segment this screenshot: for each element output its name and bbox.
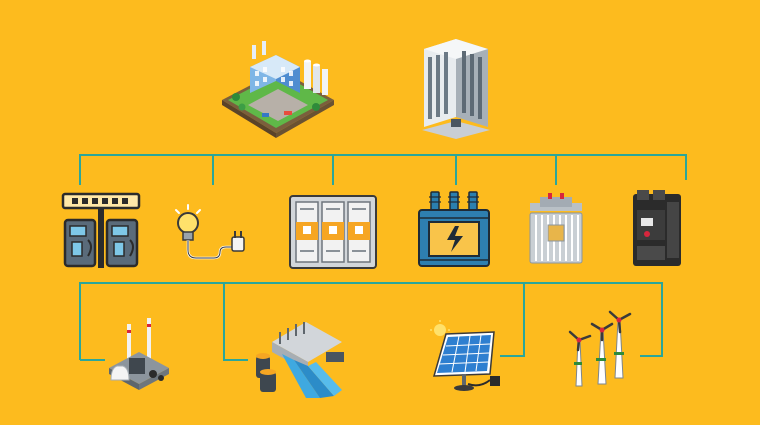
power-transformer-icon [415,190,493,272]
bottom-bus-line [79,282,663,360]
dry-transformer-icon [526,193,586,267]
drop-hydro [223,283,248,361]
switchgear-panel-icon [288,194,378,270]
office-tower-icon [418,35,494,140]
industrial-campus-icon [218,41,336,140]
solar-panel-icon [428,320,504,394]
thermal-power-plant-icon [105,316,173,396]
lightbulb-plug-icon [175,204,250,273]
contactor-icon [631,188,683,268]
top-bus-line [79,154,687,185]
wind-turbines-icon [566,304,636,390]
drop-solar [500,283,525,357]
hydro-dam-icon [250,312,350,398]
charging-station-icon [60,190,142,270]
